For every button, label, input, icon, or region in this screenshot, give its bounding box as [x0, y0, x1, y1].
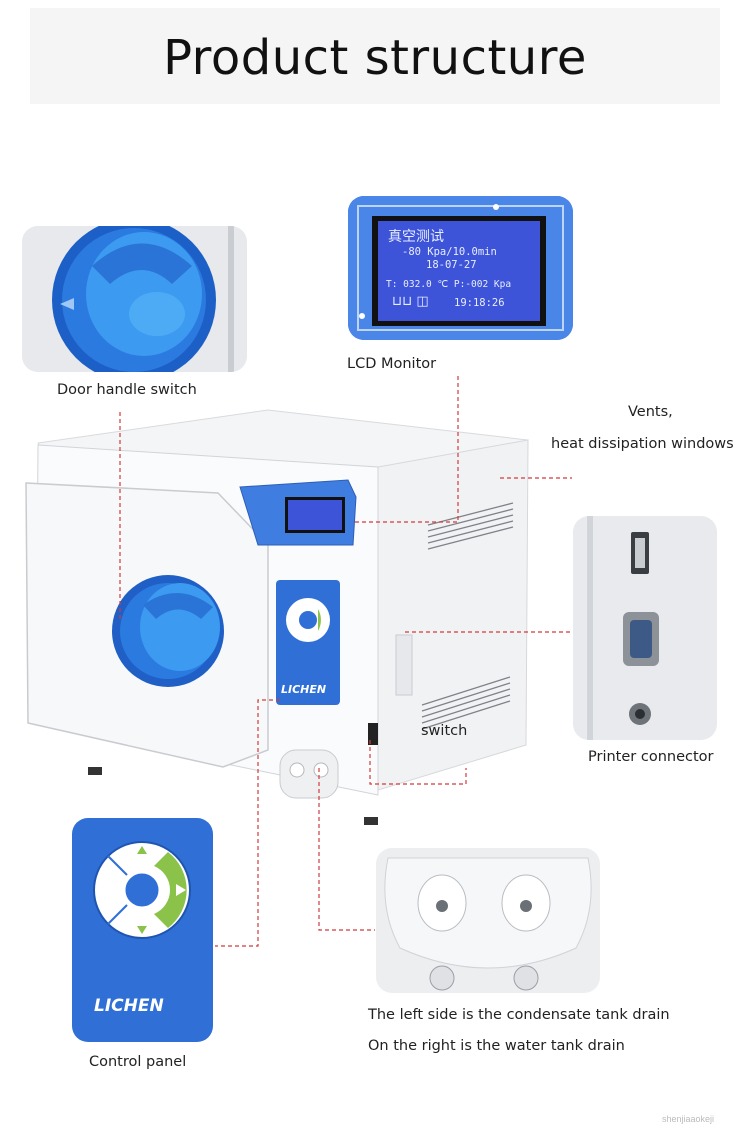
- printer-connector-photo: [573, 516, 717, 740]
- vents-label-line2: heat dissipation windows: [551, 436, 734, 452]
- door-handle-label: Door handle switch: [57, 382, 197, 398]
- title-band: Product structure: [30, 8, 720, 104]
- control-panel-label: Control panel: [89, 1054, 187, 1070]
- lcd-photo: 真空测试 -80 Kpa/10.0min 18-07-27 T: 032.0 ℃…: [348, 196, 573, 340]
- autoclave-machine: LICHEN: [18, 405, 563, 830]
- lcd-status-icons: ⊔⊔ ◫: [392, 294, 429, 309]
- lcd-line-1: 真空测试: [388, 229, 444, 245]
- drain-image: [376, 848, 600, 993]
- door-handle-image: [22, 226, 247, 372]
- lcd-line-4: T: 032.0 ℃ P:-002 Kpa: [386, 279, 512, 290]
- lcd-frame: [348, 196, 573, 340]
- switch-label: switch: [421, 723, 468, 739]
- autoclave-body: [25, 409, 529, 825]
- control-panel-brand-logo: LICHEN: [94, 996, 164, 1016]
- control-panel-image: [72, 818, 213, 1042]
- door-handle-photo: [22, 226, 247, 372]
- lcd-line-2: -80 Kpa/10.0min: [402, 246, 497, 258]
- machine-brand-logo: LICHEN: [281, 683, 327, 696]
- lcd-line-3: 18-07-27: [426, 259, 477, 271]
- watermark: shenjiaaokeji: [661, 1114, 714, 1124]
- drain-left-label: The left side is the condensate tank dra…: [368, 1007, 670, 1023]
- control-panel-photo: LICHEN: [72, 818, 213, 1042]
- drain-right-label: On the right is the water tank drain: [368, 1038, 625, 1054]
- page-title: Product structure: [163, 30, 587, 86]
- printer-connector-label: Printer connector: [588, 749, 714, 765]
- drain-photo: [376, 848, 600, 993]
- lcd-monitor-label: LCD Monitor: [347, 356, 437, 372]
- lcd-line-5: 19:18:26: [454, 297, 505, 309]
- vents-label-line1: Vents,: [628, 404, 673, 420]
- printer-connector-image: [573, 516, 717, 740]
